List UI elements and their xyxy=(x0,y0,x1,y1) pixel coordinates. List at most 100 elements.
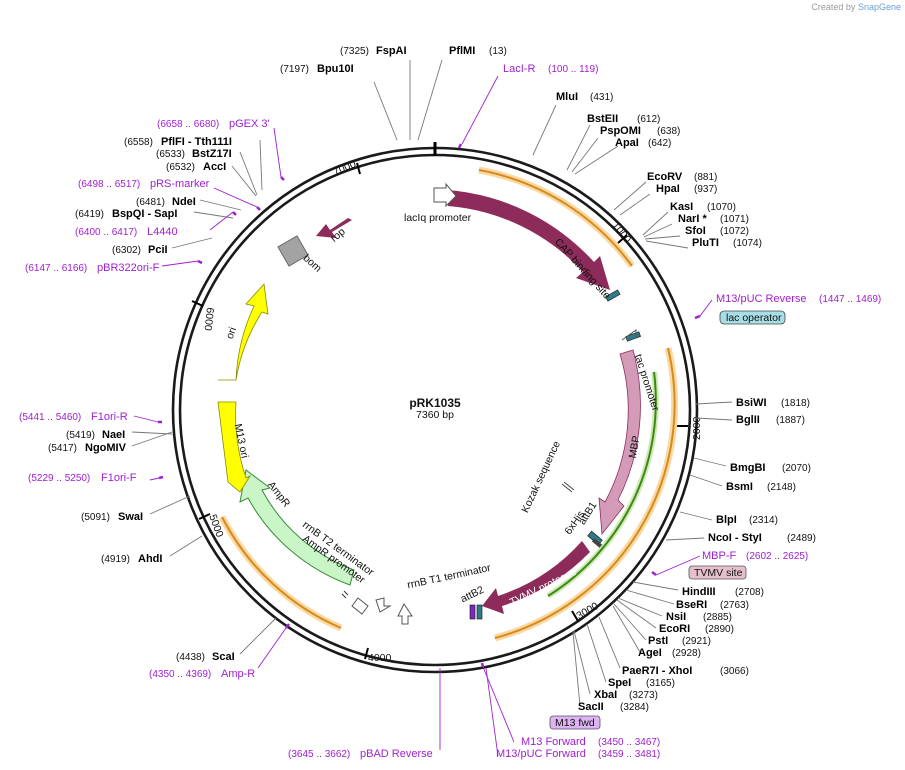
enzyme-pos-bsiwi: (1818) xyxy=(781,398,810,409)
bom-box xyxy=(277,235,309,267)
enzyme-name-sacii: SacII xyxy=(578,701,604,713)
enzyme-name-agei: AgeI xyxy=(638,647,662,659)
enzyme-leaders xyxy=(131,59,733,707)
orf-arc-amp xyxy=(221,516,342,629)
primer-pos-amp-r: (4350 .. 4369) xyxy=(149,669,211,680)
MBP-label: MBP xyxy=(627,435,643,460)
enzyme-pos-pflmi: (13) xyxy=(489,46,507,57)
attB2-label: attB2 xyxy=(459,584,486,606)
enzyme-pos-nsii: (2885) xyxy=(703,612,732,623)
rop-arrow xyxy=(316,218,352,238)
kozak-mark xyxy=(561,481,575,493)
enzyme-pos-kasi: (1070) xyxy=(707,202,736,213)
enzyme-pos-swai: (5091) xyxy=(81,512,110,523)
primer-pos-f1ori-f: (5229 .. 5250) xyxy=(28,473,90,484)
enzyme-name-pcii: PciI xyxy=(148,244,168,256)
enzyme-pos-psti: (2921) xyxy=(682,636,711,647)
enzyme-pos-fspai: (7325) xyxy=(340,46,369,57)
enzyme-name-xbai: XbaI xyxy=(594,689,617,701)
enzyme-name-blpi: BlpI xyxy=(716,514,737,526)
enzyme-name-scai: ScaI xyxy=(212,651,235,663)
enzyme-name-mlui: MluI xyxy=(556,91,578,103)
primer-marks xyxy=(158,143,701,668)
enzyme-pos-ecori: (2890) xyxy=(705,624,734,635)
orf-arc-green xyxy=(547,371,657,597)
tick-label-7000: 7000 xyxy=(332,158,358,178)
primer-pos-f1ori-r: (5441 .. 5460) xyxy=(19,412,81,423)
primer-name-pbr322ori-f: pBR322ori-F xyxy=(97,262,160,274)
tick-label-6000: 6000 xyxy=(202,307,216,332)
orf-arc-main xyxy=(494,347,676,639)
enzyme-name-pluti: PluTI xyxy=(692,237,719,249)
enzyme-name-psti: PstI xyxy=(648,635,668,647)
AmpR-promoter-arrow xyxy=(351,597,369,615)
enzyme-name-apai: ApaI xyxy=(615,137,639,149)
enzyme-pos-bglii: (1887) xyxy=(776,415,805,426)
enzyme-pos-ecorv: (881) xyxy=(694,172,717,183)
attB2-mark xyxy=(469,604,476,620)
snapgene-credit: Created by SnapGene xyxy=(811,2,901,12)
primer-name-pbad-reverse: pBAD Reverse xyxy=(360,748,433,760)
TVMV-protease-arrow xyxy=(482,541,590,614)
enzyme-pos-bseri: (2763) xyxy=(720,600,749,611)
enzyme-name-ndei: NdeI xyxy=(172,196,196,208)
kozak-label: Kozak sequence xyxy=(519,439,563,515)
credit-prefix: Created by xyxy=(811,2,856,12)
tvmv-site-label: TVMV site xyxy=(694,567,743,579)
enzyme-name-hpai: HpaI xyxy=(656,183,680,195)
primer-pos-l4440: (6400 .. 6417) xyxy=(75,227,137,238)
lacI-arrow xyxy=(448,190,610,290)
enzyme-pos-ahdi: (4919) xyxy=(101,554,130,565)
primer-name-mbp-f: MBP-F xyxy=(702,550,737,562)
enzyme-pos-ngomiv: (5417) xyxy=(48,443,77,454)
primer-name-m13puc-forward: M13/pUC Forward xyxy=(496,748,586,760)
primer-leaders xyxy=(133,75,713,757)
lac-operator-mark xyxy=(625,331,641,342)
enzyme-name-bpu10i: Bpu10I xyxy=(317,63,354,75)
enzyme-name-acci: AccI xyxy=(203,161,226,173)
enzyme-name-bsmi: BsmI xyxy=(726,481,753,493)
cap-binding-site-mark xyxy=(605,289,621,302)
enzyme-pos-paer7i-xhoi: (3066) xyxy=(720,666,749,677)
snapgene-logo: SnapGene xyxy=(857,2,901,12)
primer-pos-laci-r: (100 .. 119) xyxy=(548,64,598,75)
primer-name-amp-r: Amp-R xyxy=(221,668,255,680)
tick-label-3000: 3000 xyxy=(574,600,600,622)
primer-name-l4440: L4440 xyxy=(147,226,178,238)
primer-pos-m13puc-forward: (3459 .. 3481) xyxy=(598,749,660,760)
enzyme-name-naei: NaeI xyxy=(102,429,125,441)
enzyme-name-nsii: NsiI xyxy=(666,611,686,623)
enzyme-name-fspai: FspAI xyxy=(376,45,407,57)
primer-pos-pbad-reverse: (3645 .. 3662) xyxy=(288,749,350,760)
enzyme-name-bmgbi: BmgBI xyxy=(730,462,765,474)
enzyme-name-bsiwi: BsiWI xyxy=(736,397,767,409)
AmpR-stop-mark xyxy=(341,590,349,599)
enzyme-name-ecori: EcoRI xyxy=(659,623,690,635)
enzyme-pos-bspqi-sapi: (6419) xyxy=(75,209,104,220)
enzyme-labels: (7325) FspAI PflMI (13) (7197) Bpu10I Ml… xyxy=(48,45,816,713)
primer-pos-pgex-3: (6658 .. 6680) xyxy=(157,119,219,130)
orf-arc-lacI xyxy=(478,169,633,267)
rrnB-T1-terminator-mark xyxy=(397,603,413,625)
rop-label: rop xyxy=(328,226,347,245)
primer-pos-mbp-f: (2602 .. 2625) xyxy=(746,551,808,562)
enzyme-name-pflfi-tth111i: PflFI - Tth111I xyxy=(161,136,232,148)
m13-fwd-box xyxy=(549,715,601,730)
enzyme-name-ecorv: EcoRV xyxy=(647,171,683,183)
enzyme-name-swai: SwaI xyxy=(118,511,143,523)
primer-pos-m13puc-reverse: (1447 .. 1469) xyxy=(819,294,881,305)
plasmid-name: pRK1035 xyxy=(409,396,461,410)
primer-name-prs-marker: pRS-marker xyxy=(150,178,210,190)
tac-promoter-arrow xyxy=(621,329,640,341)
enzyme-pos-blpi: (2314) xyxy=(749,515,778,526)
plasmid-size: 7360 bp xyxy=(416,409,454,421)
primer-name-f1ori-f: F1ori-F xyxy=(101,472,137,484)
enzyme-name-ncoi-styi: NcoI - StyI xyxy=(708,532,762,544)
enzyme-name-hindiii: HindIII xyxy=(682,586,716,598)
lacIq-promoter-label: lacIq promoter xyxy=(404,212,472,224)
m13-fwd-label: M13 fwd xyxy=(555,717,595,729)
primer-name-f1ori-r: F1ori-R xyxy=(91,411,128,423)
primer-name-m13puc-reverse: M13/pUC Reverse xyxy=(716,293,806,305)
enzyme-name-bsteii: BstEII xyxy=(587,113,618,125)
enzyme-name-kasi: KasI xyxy=(670,201,693,213)
